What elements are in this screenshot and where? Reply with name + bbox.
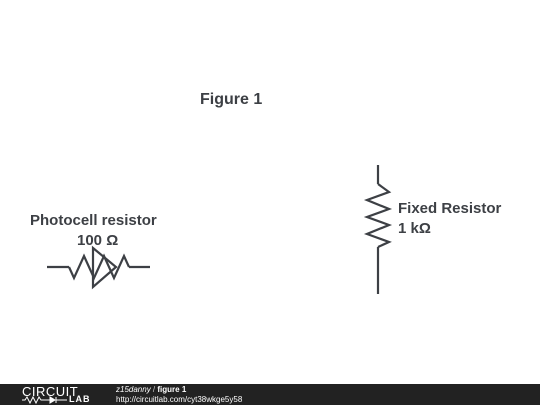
figure-title: Figure 1 xyxy=(200,91,263,108)
footer-bar: CIRCUIT LAB z15danny / figure 1 http://c… xyxy=(0,384,540,405)
photocell-zigzag xyxy=(67,253,131,281)
footer-url[interactable]: http://circuitlab.com/cyt38wkge5y58 xyxy=(116,395,243,404)
fixed-resistor-value-label: 1 kΩ xyxy=(398,220,431,237)
logo-circuit-text: CIRCUIT xyxy=(22,384,79,399)
footer-meta: z15danny / figure 1 http://circuitlab.co… xyxy=(116,385,242,405)
logo-circuit-glyph-icon xyxy=(22,395,67,405)
footer-figure-name[interactable]: figure 1 xyxy=(157,385,187,394)
logo-lab-text: LAB xyxy=(69,394,91,404)
photocell-name-label: Photocell resistor xyxy=(30,212,157,229)
photocell-value-label: 100 Ω xyxy=(77,232,119,249)
photocell-triangle xyxy=(91,245,118,290)
photocell-resistor-symbol xyxy=(47,245,150,290)
fixed-resistor-name-label: Fixed Resistor xyxy=(398,200,502,217)
footer-separator: / xyxy=(150,385,158,394)
fixed-resistor-zigzag xyxy=(363,183,393,249)
footer-title-line: z15danny / figure 1 xyxy=(116,385,242,395)
fixed-resistor-symbol xyxy=(363,165,393,294)
circuitlab-logo[interactable]: CIRCUIT LAB xyxy=(22,384,97,405)
footer-user[interactable]: z15danny xyxy=(116,385,151,394)
schematic-drawing xyxy=(47,165,393,294)
schematic-canvas xyxy=(47,165,393,294)
